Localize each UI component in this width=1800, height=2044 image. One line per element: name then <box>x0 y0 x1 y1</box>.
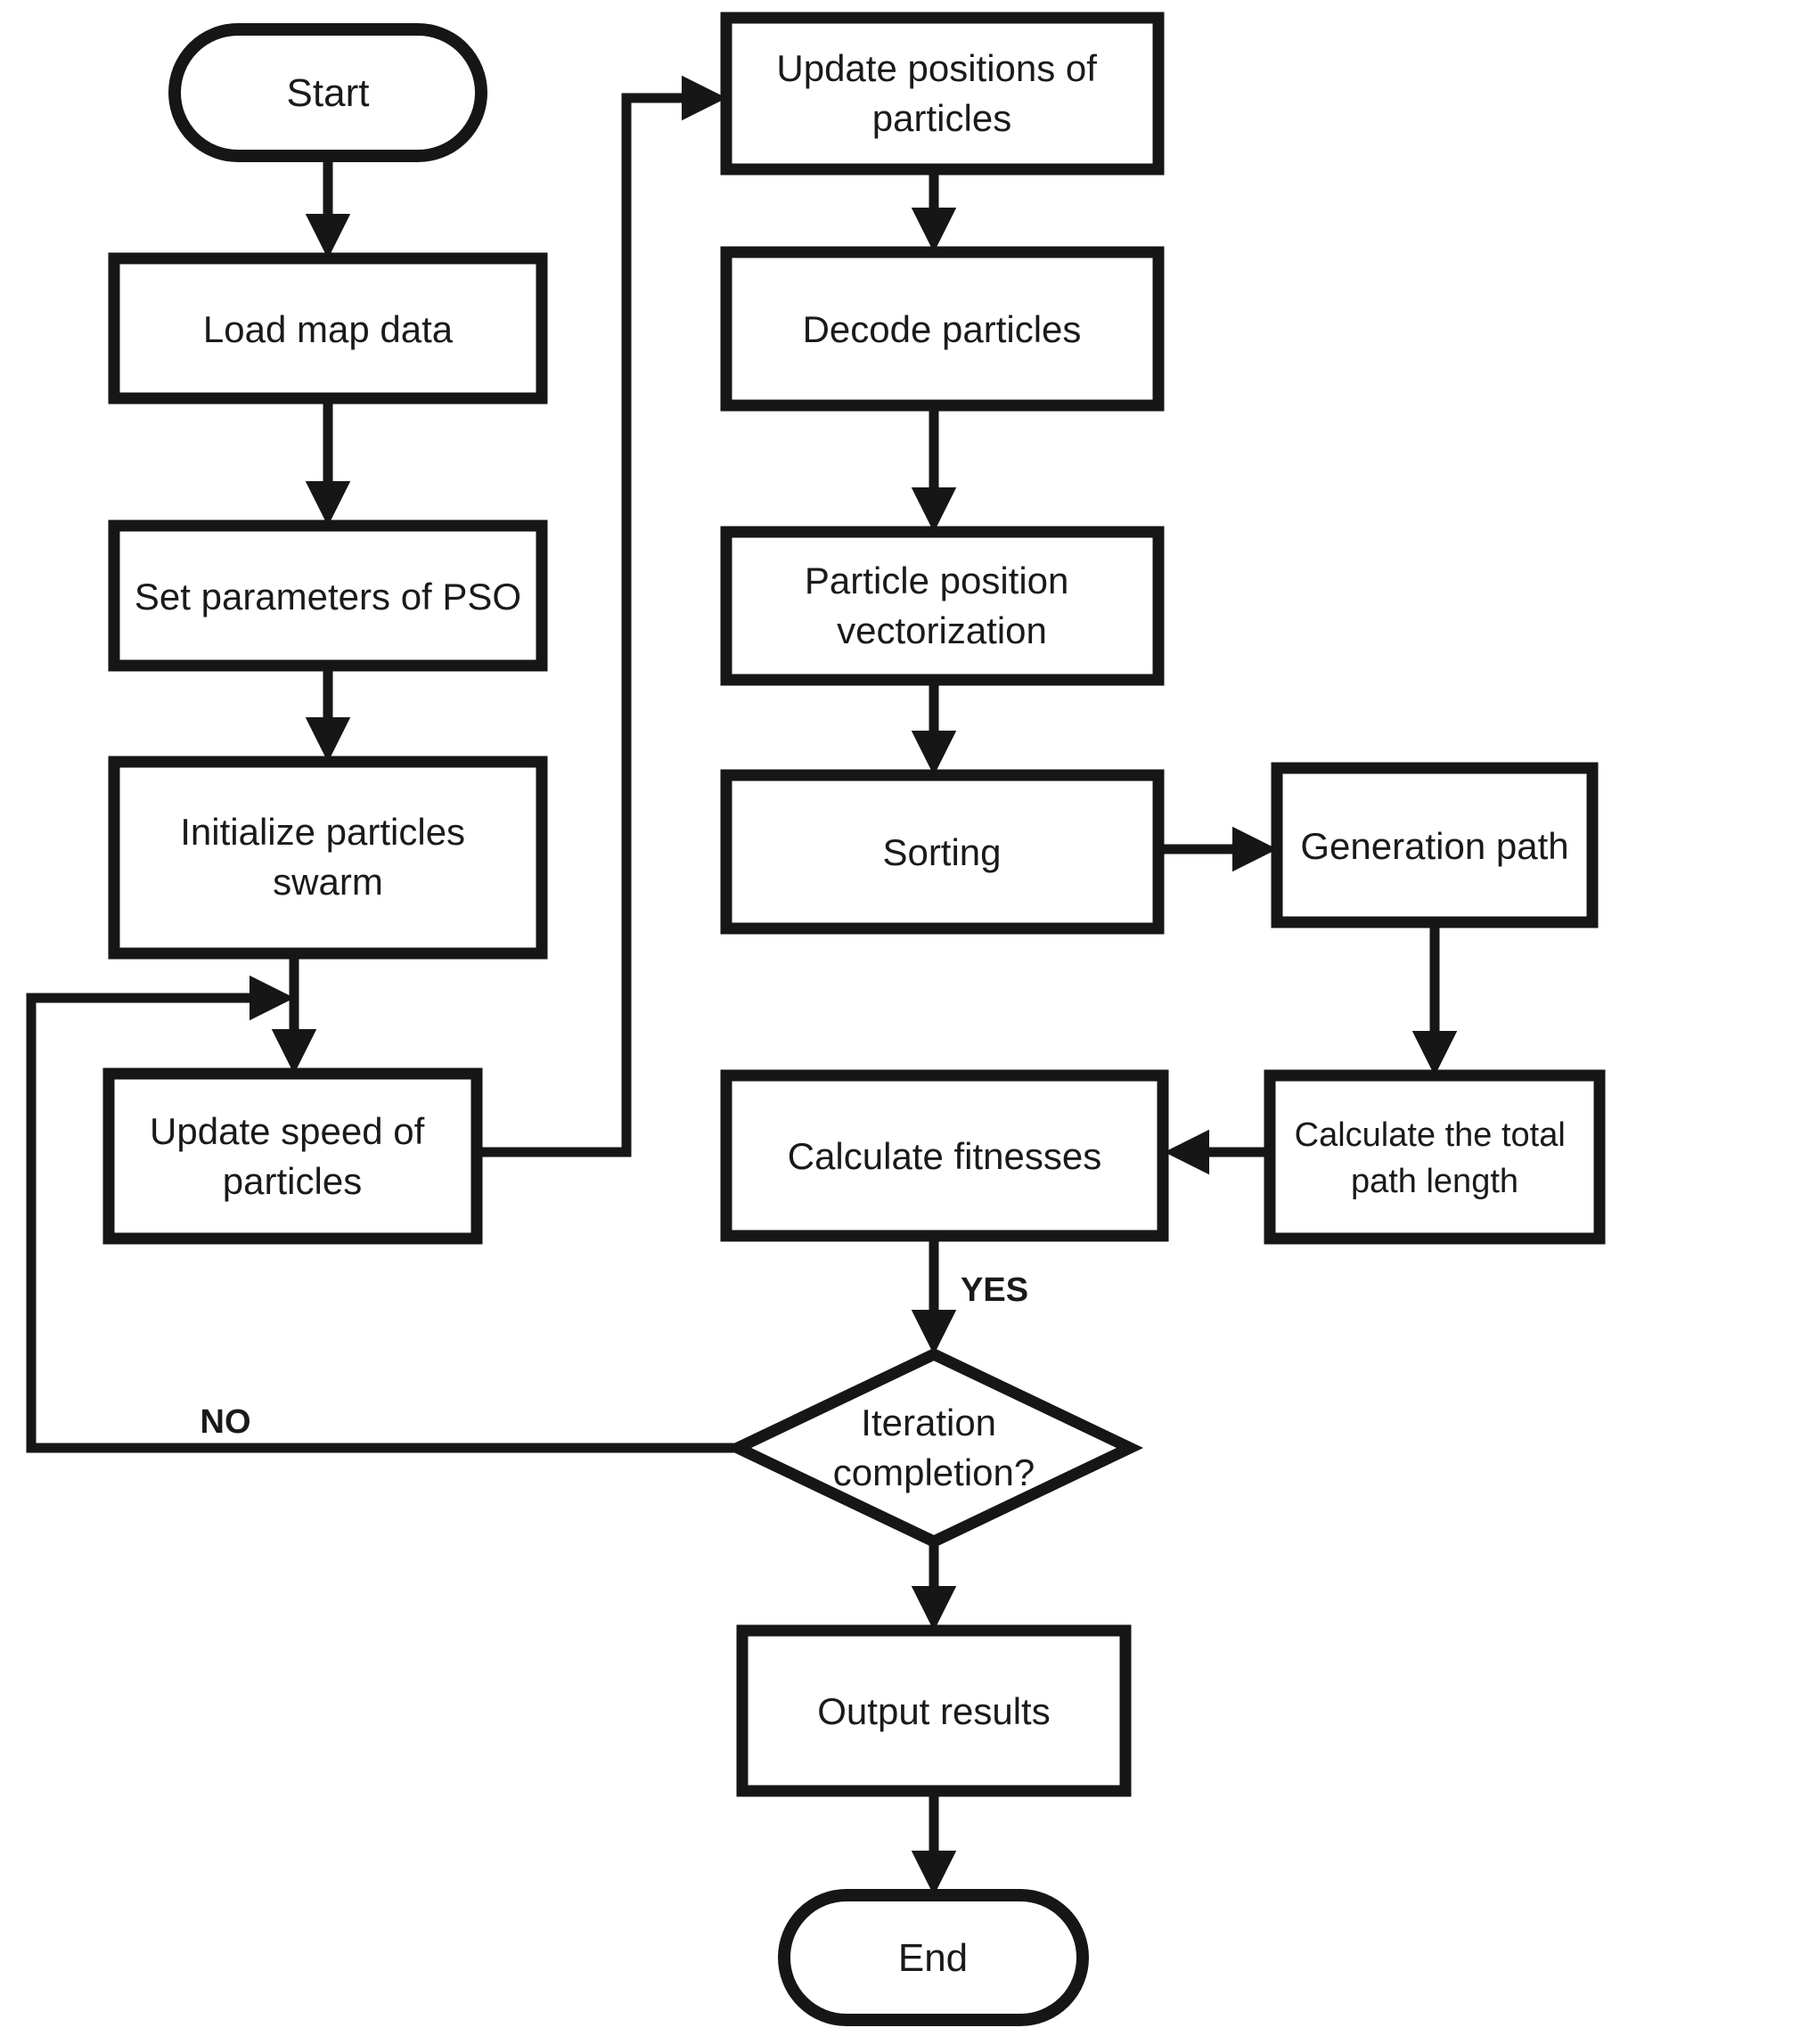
node-label: Output results <box>817 1690 1050 1732</box>
decision-diamond <box>724 1347 1144 1549</box>
node-update-speed: Update speed of particles <box>102 1067 483 1245</box>
process-box <box>720 526 1165 686</box>
process-box <box>1264 1069 1606 1245</box>
edges: YES NO <box>26 75 1458 1896</box>
edge-update-speed-to-update-positions <box>477 75 727 1157</box>
node-initialize-swarm: Initialize particles swarm <box>108 756 548 960</box>
process-box <box>736 1624 1132 1797</box>
process-box <box>720 12 1165 176</box>
node-start: Start <box>168 23 487 162</box>
node-label: Update speed of particles <box>150 1110 435 1202</box>
node-label: Generation path <box>1300 825 1568 867</box>
node-label: Set parameters of PSO <box>135 576 521 617</box>
node-iteration-check: Iteration completion? <box>724 1347 1144 1549</box>
node-label: Load map data <box>203 308 454 350</box>
node-label: Sorting <box>882 831 1001 873</box>
node-sorting: Sorting <box>720 769 1165 935</box>
process-box <box>1271 762 1599 928</box>
terminator-shape <box>778 1889 1089 2026</box>
node-label: Particle position vectorization <box>805 560 1079 651</box>
process-box <box>102 1067 483 1245</box>
node-vectorization: Particle position vectorization <box>720 526 1165 686</box>
node-label: Iteration completion? <box>833 1402 1035 1493</box>
node-label: Decode particles <box>803 308 1082 350</box>
node-update-positions: Update positions of particles <box>720 12 1165 176</box>
process-box <box>720 1069 1169 1242</box>
node-label: Update positions of particles <box>776 47 1107 139</box>
process-box <box>720 769 1165 935</box>
terminator-shape <box>168 23 487 162</box>
process-box <box>108 756 548 960</box>
node-generation-path: Generation path <box>1271 762 1599 928</box>
node-label: Initialize particles swarm <box>180 811 475 903</box>
node-calc-total-path: Calculate the total path length <box>1264 1069 1606 1245</box>
edge-label-yes: YES <box>961 1271 1028 1309</box>
process-box <box>108 252 548 405</box>
edge-iteration-check-no-loop-to-update-speed <box>26 975 737 1453</box>
node-label: End <box>898 1936 968 1980</box>
edge-label-no: NO <box>200 1403 251 1441</box>
node-label: Start <box>287 71 370 115</box>
node-end: End <box>778 1889 1089 2026</box>
process-box <box>108 519 548 672</box>
node-label: Calculate fitnesses <box>788 1135 1102 1177</box>
node-load-map-data: Load map data <box>108 252 548 405</box>
node-set-parameters: Set parameters of PSO <box>108 519 548 672</box>
node-calc-fitnesses: Calculate fitnesses <box>720 1069 1169 1242</box>
node-decode-particles: Decode particles <box>720 246 1165 412</box>
process-box <box>720 246 1165 412</box>
node-output-results: Output results <box>736 1624 1132 1797</box>
node-label: Calculate the total path length <box>1295 1116 1575 1200</box>
